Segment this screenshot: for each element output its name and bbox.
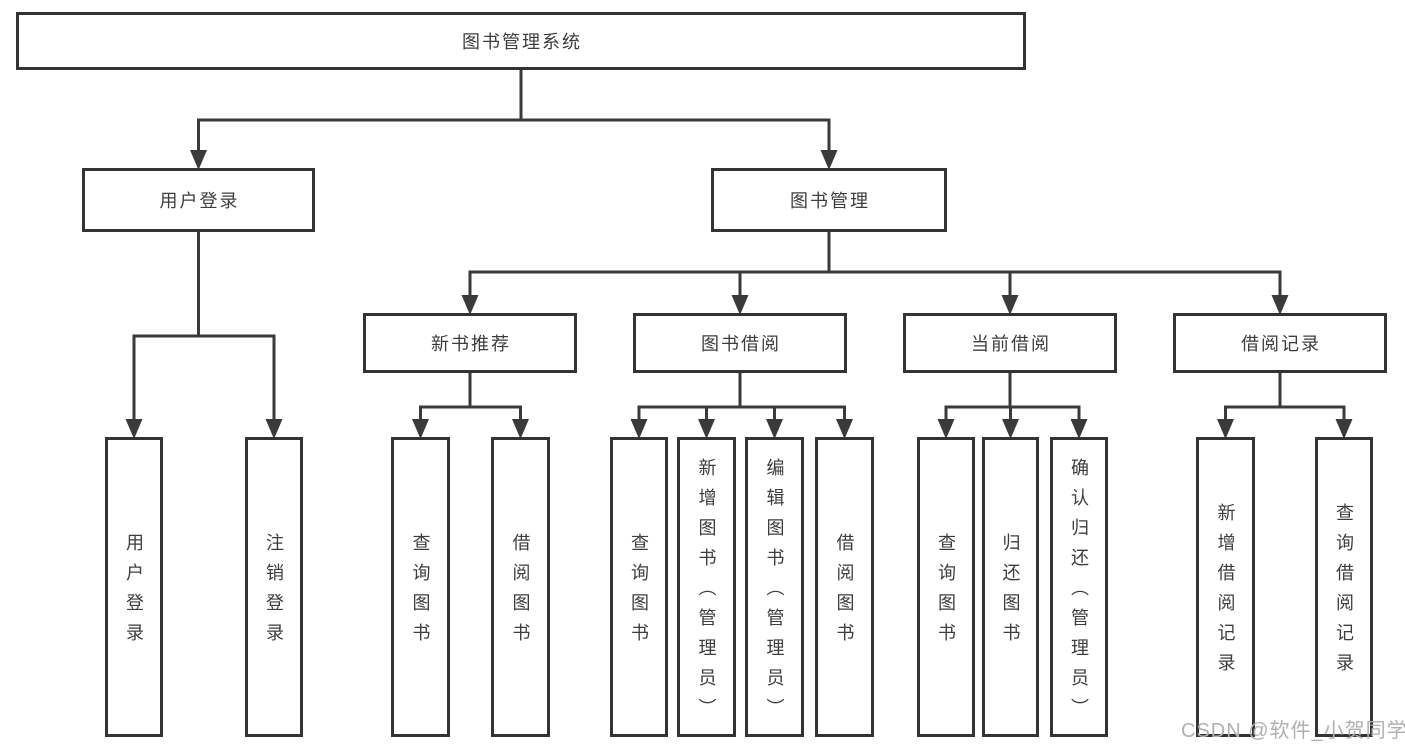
arrowhead-icon [190,150,207,170]
node-label-br-add: 新增借阅记录 [1215,503,1236,683]
node-cb-confirm: 确认归还（管理员） [1050,437,1108,737]
node-label-borrow-records: 借阅记录 [1241,334,1321,354]
node-label-bb-add: 新增图书（管理员） [696,458,717,728]
node-label-root: 图书管理系统 [462,32,582,52]
node-logout: 注销登录 [245,437,303,737]
node-book-borrow: 图书借阅 [633,313,847,373]
node-borrow-records: 借阅记录 [1173,313,1387,373]
arrowhead-icon [820,150,838,170]
node-label-logout: 注销登录 [264,533,284,653]
arrowhead-icon [766,419,783,439]
node-label-login: 用户登录 [124,533,144,653]
node-bb-add: 新增图书（管理员） [677,437,736,737]
arrowhead-icon [1271,295,1289,315]
arrowhead-icon [1001,295,1019,315]
node-rec-query: 查询图书 [391,437,450,737]
node-label-bb-edit: 编辑图书（管理员） [764,458,785,728]
node-label-br-query: 查询借阅记录 [1334,503,1354,683]
node-label-book-mgmt: 图书管理 [790,191,870,211]
node-label-new-book-rec: 新书推荐 [431,334,511,354]
arrowhead-icon [1002,419,1019,439]
arrowhead-icon [731,295,749,315]
node-br-add: 新增借阅记录 [1196,437,1255,737]
node-label-current-borrow: 当前借阅 [971,334,1051,354]
node-label-bb-borrow: 借阅图书 [834,533,855,653]
arrowhead-icon [512,419,529,439]
arrowhead-icon [1070,419,1088,439]
node-root: 图书管理系统 [16,12,1026,70]
watermark-text: CSDN @软件_小贺同学 [1181,720,1405,742]
node-label-rec-borrow: 借阅图书 [510,533,531,653]
node-bb-borrow: 借阅图书 [815,437,874,737]
node-new-book-rec: 新书推荐 [363,313,577,373]
node-bb-query: 查询图书 [610,437,668,737]
arrowhead-icon [698,419,715,439]
node-label-rec-query: 查询图书 [410,533,431,653]
node-user-login: 用户登录 [82,168,315,232]
node-cb-query: 查询图书 [917,437,975,737]
arrowhead-icon [265,419,283,439]
node-label-cb-return: 归还图书 [1000,533,1021,653]
node-label-cb-confirm: 确认归还（管理员） [1069,458,1089,728]
node-cb-return: 归还图书 [982,437,1039,737]
node-current-borrow: 当前借阅 [903,313,1117,373]
node-rec-borrow: 借阅图书 [491,437,550,737]
arrowhead-icon [630,419,648,439]
arrowhead-icon [1217,419,1234,439]
arrowhead-icon [125,419,143,439]
node-login: 用户登录 [105,437,163,737]
arrowhead-icon [461,295,479,315]
node-br-query: 查询借阅记录 [1315,437,1373,737]
arrowhead-icon [412,419,429,439]
node-label-user-login: 用户登录 [159,191,240,211]
node-label-cb-query: 查询图书 [936,533,956,653]
arrowhead-icon [1335,419,1353,439]
arrowhead-icon [836,419,853,439]
node-label-book-borrow: 图书借阅 [701,334,781,354]
node-book-mgmt: 图书管理 [711,168,947,232]
node-bb-edit: 编辑图书（管理员） [745,437,804,737]
node-label-bb-query: 查询图书 [629,533,649,653]
arrowhead-icon [937,419,955,439]
